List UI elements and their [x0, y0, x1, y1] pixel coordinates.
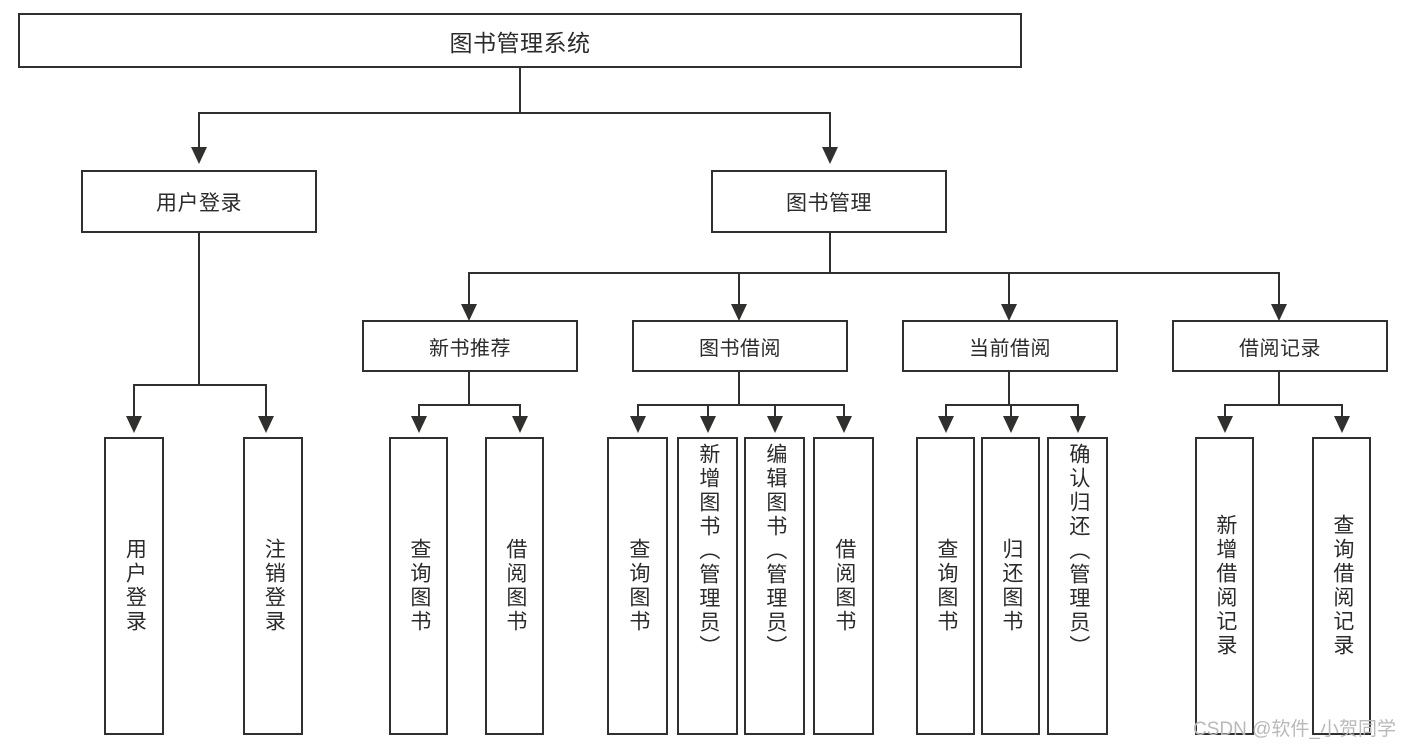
connector-user-login-child2-drop	[265, 384, 267, 417]
node-borrow-record[interactable]: 借阅记录	[1172, 320, 1388, 372]
arrow-to-current-borrow	[1001, 304, 1017, 321]
node-current-borrow[interactable]: 当前借阅	[902, 320, 1118, 372]
connector-new-book-trunk	[468, 372, 470, 405]
connector-new-book-bus	[418, 404, 520, 406]
connector-level3-bus	[468, 272, 1278, 274]
leaf-user-login[interactable]: 用户登录	[104, 437, 164, 735]
arrow-to-leaf-borrow-book-1	[512, 416, 528, 433]
leaf-borrow-book-new-recommend[interactable]: 借阅图书	[485, 437, 544, 735]
connector-user-login-trunk	[198, 233, 200, 385]
arrow-to-leaf-query-book-3	[938, 416, 954, 433]
leaf-add-borrow-record[interactable]: 新增借阅记录	[1195, 437, 1254, 735]
arrow-to-leaf-edit-book	[767, 416, 783, 433]
arrow-to-book-borrow	[731, 304, 747, 321]
arrow-to-leaf-borrow-book-2	[836, 416, 852, 433]
connector-root-trunk	[519, 68, 521, 113]
connector-level3-drop-2	[738, 272, 740, 305]
node-new-book-recommend[interactable]: 新书推荐	[362, 320, 578, 372]
connector-user-login-child1-drop	[133, 384, 135, 417]
leaf-add-book-admin[interactable]: 新增图书（管理员）	[677, 437, 738, 735]
connector-new-book-drop-1	[418, 404, 420, 417]
arrow-to-leaf-add-book	[700, 416, 716, 433]
connector-level3-drop-3	[1008, 272, 1010, 305]
node-root-book-management-system[interactable]: 图书管理系统	[18, 13, 1022, 68]
arrow-to-leaf-return-book	[1003, 416, 1019, 433]
connector-borrow-record-drop-2	[1341, 404, 1343, 417]
arrow-to-user-login	[191, 147, 207, 164]
connector-book-borrow-drop-4	[843, 404, 845, 417]
arrow-to-leaf-user-login	[126, 416, 142, 433]
arrow-to-leaf-add-record	[1217, 416, 1233, 433]
arrow-to-book-management	[822, 147, 838, 164]
leaf-return-book[interactable]: 归还图书	[981, 437, 1040, 735]
arrow-to-new-book-recommend	[461, 304, 477, 321]
leaf-confirm-return-admin[interactable]: 确认归还（管理员）	[1047, 437, 1108, 735]
arrow-to-leaf-logout	[258, 416, 274, 433]
leaf-logout[interactable]: 注销登录	[243, 437, 303, 735]
connector-level2-bus	[198, 112, 830, 114]
connector-new-book-drop-2	[519, 404, 521, 417]
node-book-management[interactable]: 图书管理	[711, 170, 947, 233]
connector-book-borrow-bus	[637, 404, 844, 406]
arrow-to-borrow-record	[1271, 304, 1287, 321]
leaf-query-borrow-record[interactable]: 查询借阅记录	[1312, 437, 1371, 735]
connector-current-borrow-drop-3	[1077, 404, 1079, 417]
leaf-query-book-new-recommend[interactable]: 查询图书	[389, 437, 448, 735]
connector-borrow-record-drop-1	[1224, 404, 1226, 417]
arrow-to-leaf-query-book-1	[411, 416, 427, 433]
connector-current-borrow-drop-1	[945, 404, 947, 417]
connector-book-management-trunk	[829, 233, 831, 273]
leaf-borrow-book-borrow[interactable]: 借阅图书	[813, 437, 874, 735]
connector-book-borrow-drop-3	[774, 404, 776, 417]
arrow-to-leaf-query-record	[1334, 416, 1350, 433]
arrow-to-leaf-query-book-2	[630, 416, 646, 433]
node-user-login[interactable]: 用户登录	[81, 170, 317, 233]
connector-borrow-record-trunk	[1278, 372, 1280, 405]
connector-current-borrow-drop-2	[1010, 404, 1012, 417]
connector-book-borrow-trunk	[738, 372, 740, 405]
connector-level2-right-drop	[829, 112, 831, 149]
connector-borrow-record-bus	[1224, 404, 1342, 406]
connector-level3-drop-1	[468, 272, 470, 305]
leaf-query-book-borrow[interactable]: 查询图书	[607, 437, 668, 735]
connector-book-borrow-drop-1	[637, 404, 639, 417]
connector-book-borrow-drop-2	[707, 404, 709, 417]
connector-current-borrow-trunk	[1008, 372, 1010, 405]
connector-level3-drop-4	[1278, 272, 1280, 305]
connector-level2-left-drop	[198, 112, 200, 149]
leaf-edit-book-admin[interactable]: 编辑图书（管理员）	[744, 437, 805, 735]
node-book-borrow[interactable]: 图书借阅	[632, 320, 848, 372]
connector-user-login-bus	[133, 384, 265, 386]
arrow-to-leaf-confirm-return	[1070, 416, 1086, 433]
leaf-query-book-current[interactable]: 查询图书	[916, 437, 975, 735]
